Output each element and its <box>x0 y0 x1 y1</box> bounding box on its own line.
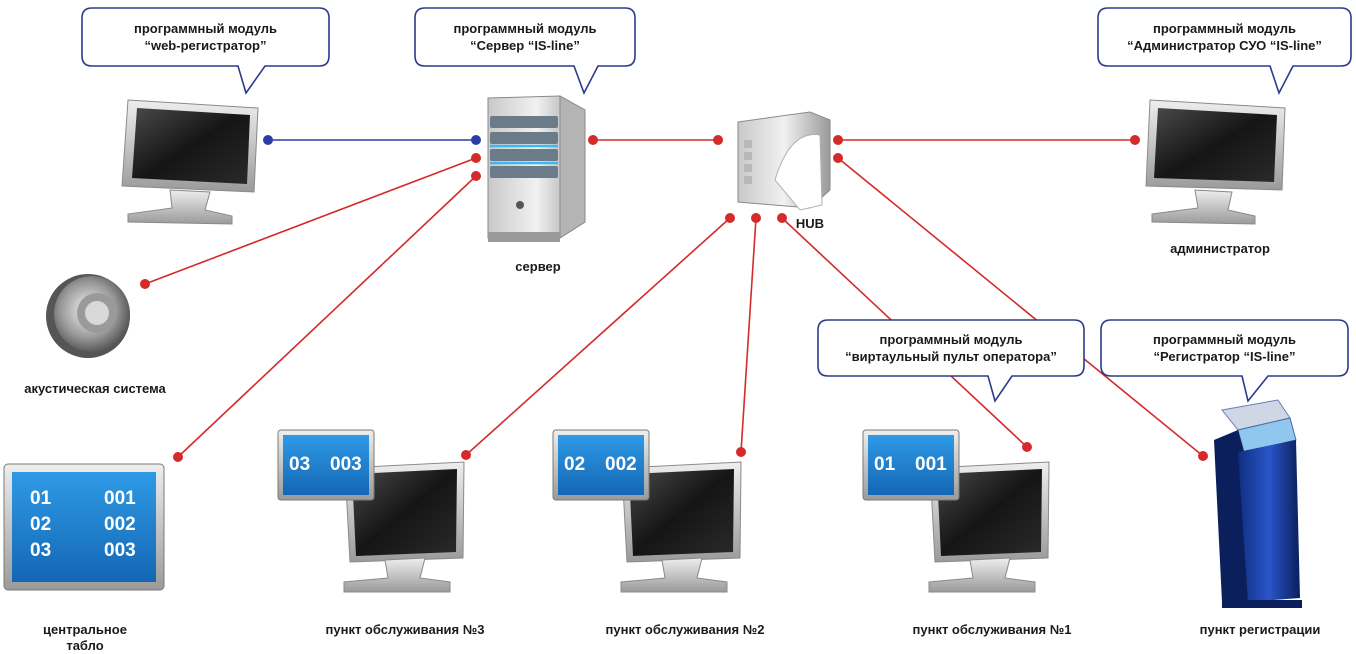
bubble-server-line2: “Сервер “IS-line” <box>470 38 580 53</box>
admin-label: администратор <box>1170 241 1270 256</box>
dot <box>725 213 735 223</box>
kiosk-icon <box>1214 399 1302 608</box>
bubble-operator <box>817 319 1085 403</box>
speaker-icon <box>46 274 130 358</box>
point3-line <box>465 217 731 456</box>
dot <box>173 452 183 462</box>
kiosk-label: пункт регистрации <box>1199 622 1321 637</box>
bubble-admin-line2: “Администратор СУО “IS-line” <box>1127 38 1322 53</box>
bubble-server-line1: программный модуль <box>453 21 597 36</box>
screen3-window: 03 <box>289 454 311 475</box>
point2-line <box>740 217 757 453</box>
screen2-window: 02 <box>564 454 586 475</box>
screen1-window: 01 <box>874 454 896 475</box>
board-row1-ticket: 001 <box>104 488 136 509</box>
bubble-admin <box>1097 7 1352 96</box>
operator-monitor-1 <box>862 429 1050 593</box>
web-monitor <box>121 99 259 225</box>
connection-lines <box>144 139 1204 458</box>
bubble-server-text: программный модуль “Сервер “IS-line” <box>415 20 635 54</box>
kiosk-line <box>837 157 1204 457</box>
board-label-line1: центральное <box>43 622 127 637</box>
bubble-web <box>81 7 330 95</box>
bubble-web-text: программный модуль “web-регистратор” <box>82 20 329 54</box>
bubble-web-line1: программный модуль <box>133 21 278 36</box>
operator-monitor-2 <box>552 429 742 593</box>
bubble-registrar-line2: “Регистратор “IS-line” <box>1153 349 1296 364</box>
server-label: сервер <box>515 259 561 274</box>
dot <box>736 447 746 457</box>
server-icon <box>487 95 586 242</box>
connection-dots <box>140 135 1208 462</box>
dot <box>1130 135 1140 145</box>
board-line <box>177 175 477 458</box>
dot <box>833 135 843 145</box>
speaker-label: акустическая система <box>24 381 166 396</box>
dot <box>471 153 481 163</box>
board-label-line2: табло <box>66 638 104 653</box>
dot <box>1022 442 1032 452</box>
bubble-operator-text: программный модуль “виртаульный пульт оп… <box>818 331 1084 365</box>
bubble-admin-text: программный модуль “Администратор СУО “I… <box>1098 20 1351 54</box>
bubble-web-line2: “web-регистратор” <box>144 38 267 53</box>
dot <box>461 450 471 460</box>
screen3-ticket: 003 <box>330 454 362 475</box>
board-row1-window: 01 <box>30 488 52 509</box>
admin-monitor <box>1145 99 1286 225</box>
dot <box>471 135 481 145</box>
hub-label: HUB <box>795 216 825 231</box>
bubble-registrar <box>1100 319 1349 403</box>
screen1-ticket: 001 <box>915 454 947 475</box>
dot <box>1198 451 1208 461</box>
point2-label: пункт обслуживания №2 <box>605 622 765 637</box>
board-row3-window: 03 <box>30 540 52 561</box>
screen2-ticket: 002 <box>605 454 637 475</box>
central-board-icon <box>3 463 165 591</box>
bubble-operator-line1: программный модуль <box>879 332 1023 347</box>
bubble-server <box>414 7 636 95</box>
hub-icon <box>737 111 831 211</box>
board-row3-ticket: 003 <box>104 540 136 561</box>
dot <box>777 213 787 223</box>
point3-label: пункт обслуживания №3 <box>325 622 485 637</box>
dot <box>588 135 598 145</box>
bubble-operator-line2: “виртаульный пульт оператора” <box>845 349 1057 364</box>
board-row2-window: 02 <box>30 514 52 535</box>
bubble-registrar-text: программный модуль “Регистратор “IS-line… <box>1101 331 1348 365</box>
operator-monitor-3 <box>277 429 465 593</box>
board-label: центральное табло <box>20 622 150 654</box>
dot <box>263 135 273 145</box>
dot <box>471 171 481 181</box>
dot <box>751 213 761 223</box>
bubble-registrar-line1: программный модуль <box>1152 332 1297 347</box>
dot <box>713 135 723 145</box>
speaker-line <box>144 157 477 285</box>
bubble-admin-line1: программный модуль <box>1152 21 1297 36</box>
dot <box>140 279 150 289</box>
point1-label: пункт обслуживания №1 <box>912 622 1072 637</box>
dot <box>833 153 843 163</box>
board-row2-ticket: 002 <box>104 514 136 535</box>
